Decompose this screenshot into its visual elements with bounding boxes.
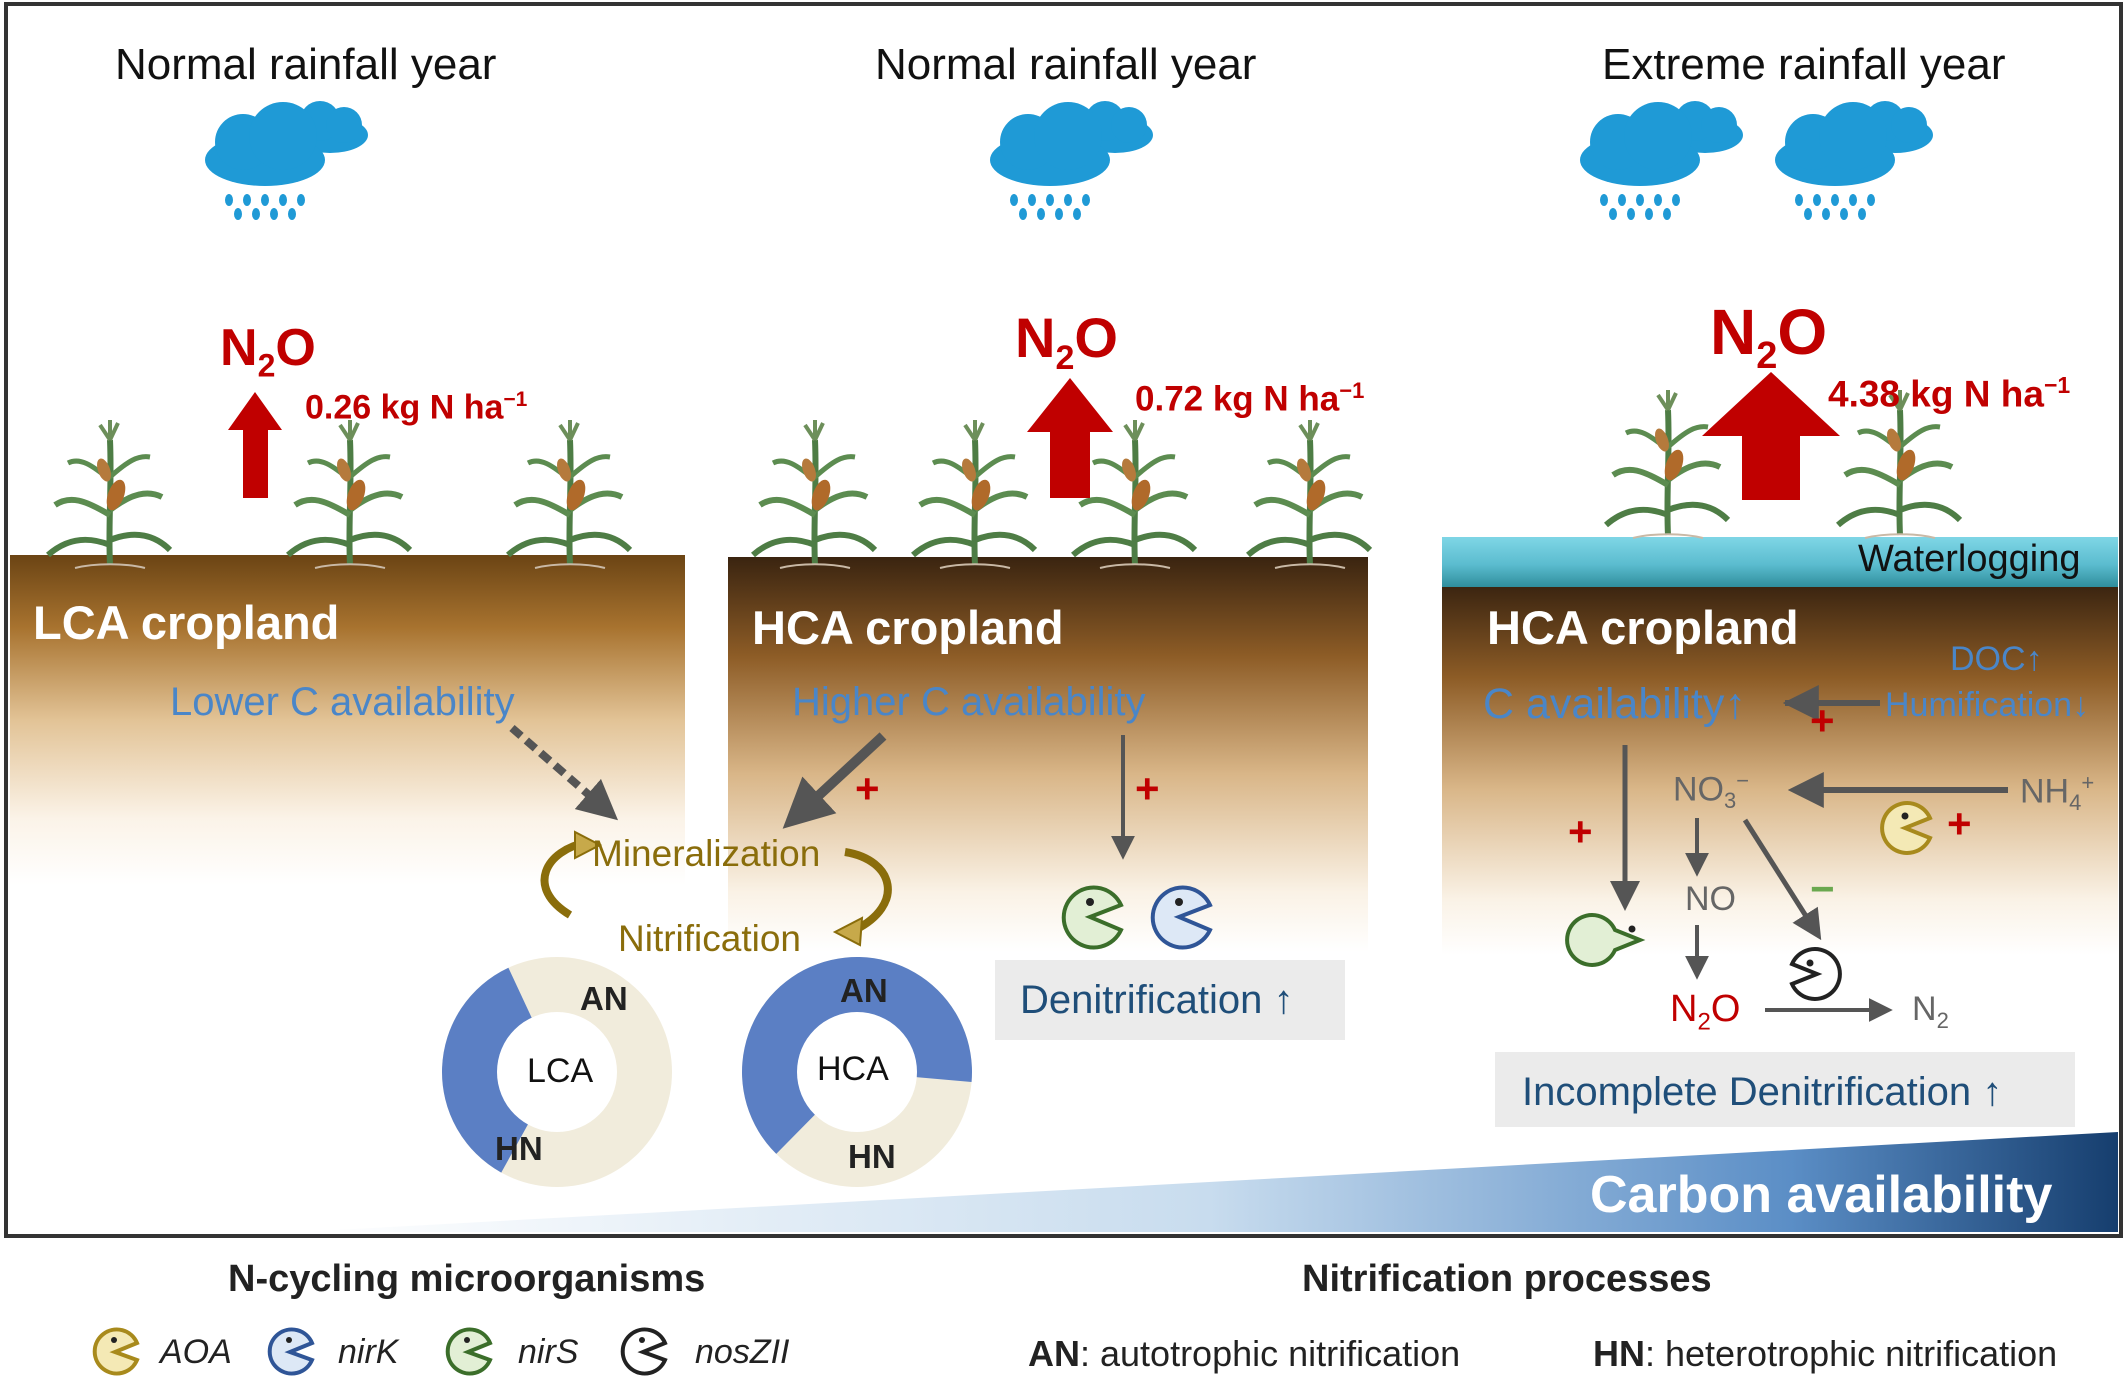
no3-to-noszii-arrow <box>1742 818 1822 941</box>
cloud-icon-1 <box>205 101 368 220</box>
cycle-arrow-right <box>844 848 892 934</box>
donut-lca <box>441 957 672 1187</box>
n2o-species-label: N2O <box>1670 988 1741 1036</box>
noszii-microbe-icon <box>1789 947 1842 1001</box>
legend-nirs-label: nirS <box>518 1333 579 1371</box>
legend-microbes-title: N-cycling microorganisms <box>228 1258 706 1300</box>
aoa-microbe-icon <box>1880 801 1933 855</box>
donut-1-an-label: AN <box>580 980 628 1017</box>
rain-label-3: Extreme rainfall year <box>1602 40 2006 89</box>
n2o-label-1: N2O <box>220 319 316 384</box>
plus-sign: + <box>1810 697 1835 744</box>
flux-value-2: 0.72 kg N ha−1 <box>1135 378 1365 419</box>
donut-2-an-label: AN <box>840 972 888 1009</box>
donut-1-center-label: LCA <box>527 1052 594 1090</box>
cropland-title-2: HCA cropland <box>752 601 1064 654</box>
doc-label: DOC↑ <box>1950 640 2043 678</box>
minus-sign: − <box>1810 865 1835 912</box>
plus-sign: + <box>1947 800 1972 847</box>
up-arrow-icon: ↑ <box>1273 978 1294 1022</box>
cloud-icon-3 <box>1580 101 1743 220</box>
legend-noszii-label: nosZII <box>695 1333 790 1371</box>
rain-label-2: Normal rainfall year <box>875 40 1257 89</box>
donut-2-hn-label: HN <box>848 1138 896 1175</box>
n2o-flux-arrow-1 <box>228 392 282 498</box>
n2o-label-3: N2O <box>1710 296 1828 377</box>
c-availability-label-1: Lower C availability <box>170 680 515 724</box>
legend-an-entry: AN: autotrophic nitrification <box>1028 1333 1461 1374</box>
n2o-flux-arrow-2 <box>1027 378 1113 498</box>
soil-hca-extreme <box>1442 585 2118 955</box>
soil-hca-normal <box>728 557 1368 952</box>
flux-value-1: 0.26 kg N ha−1 <box>305 388 528 427</box>
nirs-microbe-icon <box>1565 913 1646 967</box>
c-availability-label-2: Higher C availability <box>792 680 1146 724</box>
nirk-microbe-icon <box>1150 885 1213 950</box>
n2o-label-2: N2O <box>1015 306 1118 378</box>
n2o-flux-arrow-3 <box>1702 372 1840 500</box>
no3-label: NO3− <box>1673 768 1750 814</box>
lca-to-mineralization-dashed-arrow <box>509 724 619 821</box>
legend-aoa-label: AOA <box>160 1333 232 1371</box>
soil-lca <box>10 555 685 885</box>
up-arrow-icon: ↑ <box>2025 640 2043 678</box>
legend-nitrification-title: Nitrification processes <box>1302 1258 1712 1300</box>
incomplete-denitrification-label: Incomplete Denitrification ↑ <box>1522 1070 2003 1114</box>
carbon-availability-wedge <box>300 1132 2118 1232</box>
plus-sign: + <box>1568 808 1593 855</box>
denitrification-label: Denitrification ↑ <box>1020 978 1294 1022</box>
down-arrow-icon: ↓ <box>2072 686 2090 724</box>
legend-nirk-icon <box>267 1327 315 1376</box>
cropland-title-1: LCA cropland <box>33 596 340 649</box>
c-availability-label-3: C availability↑ <box>1483 680 1746 728</box>
plus-sign: + <box>1135 765 1160 812</box>
donut-2-center-label: HCA <box>817 1050 889 1088</box>
nh4-label: NH4+ <box>2020 770 2095 816</box>
legend-nirs-icon <box>445 1327 493 1376</box>
legend-nirk-label: nirK <box>338 1333 399 1371</box>
no-label: NO <box>1685 880 1736 918</box>
legend-noszii-icon <box>620 1327 668 1376</box>
rain-label-1: Normal rainfall year <box>115 40 497 89</box>
denitrification-box <box>995 960 1345 1040</box>
up-arrow-icon: ↑ <box>1724 680 1746 728</box>
incomplete-denitrification-box <box>1495 1052 2075 1127</box>
waterlogging-label: Waterlogging <box>1858 538 2081 580</box>
plus-sign: + <box>855 765 880 812</box>
donut-hca <box>742 956 972 1187</box>
waterlogging-layer <box>1442 537 2118 587</box>
nitrification-label: Nitrification <box>618 918 801 959</box>
legend-aoa-icon <box>92 1327 140 1376</box>
nirs-microbe-icon <box>1061 885 1124 950</box>
hca-to-mineralization-arrow <box>782 732 887 829</box>
legend-hn-entry: HN: heterotrophic nitrification <box>1593 1333 2058 1374</box>
flux-value-3: 4.38 kg N ha−1 <box>1828 372 2071 415</box>
cloud-icon-4 <box>1775 101 1933 220</box>
cloud-icon-2 <box>990 101 1153 220</box>
humification-label: Humification↓ <box>1885 686 2090 724</box>
diagram-frame <box>4 2 2123 1238</box>
n2-label: N2 <box>1912 990 1949 1033</box>
mineralization-label: Mineralization <box>592 833 821 874</box>
carbon-availability-label: Carbon availability <box>1590 1166 2053 1224</box>
donut-1-hn-label: HN <box>495 1130 543 1167</box>
up-arrow-icon: ↑ <box>1982 1070 2003 1114</box>
cropland-title-3: HCA cropland <box>1487 601 1799 654</box>
